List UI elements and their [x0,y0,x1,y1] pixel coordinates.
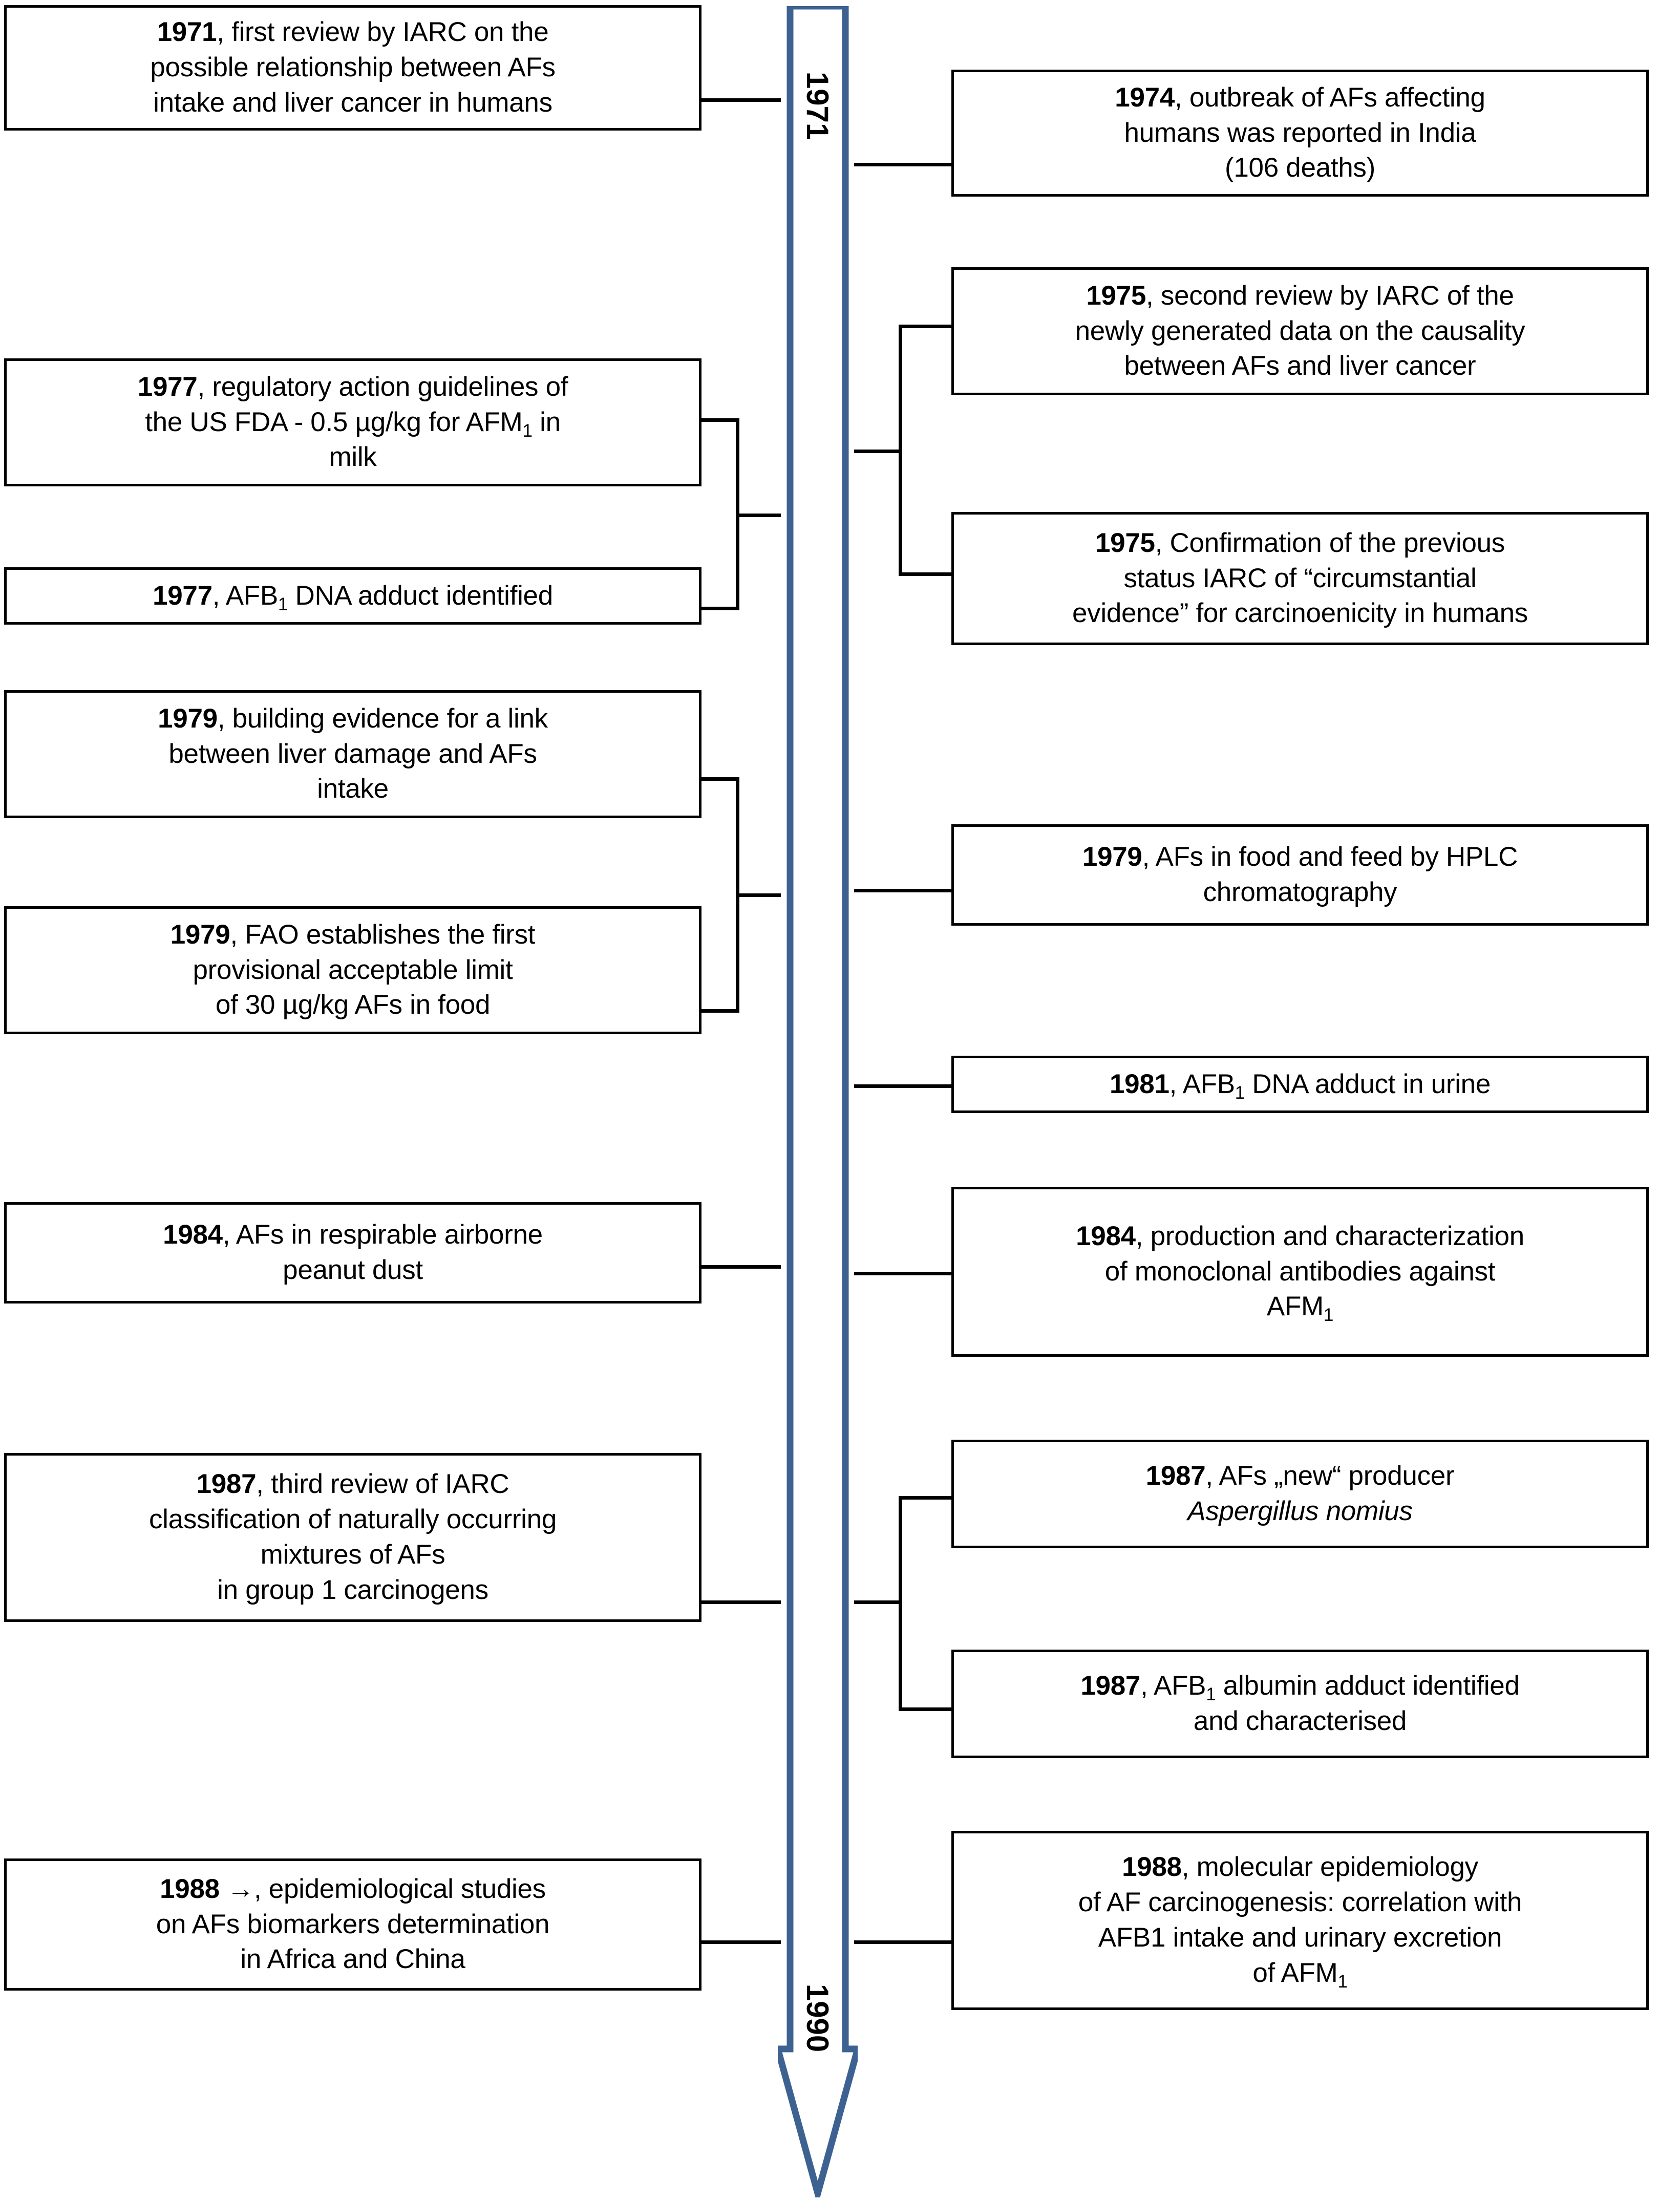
event-box-1974[interactable]: 1974, outbreak of AFs affecting humans w… [951,70,1649,197]
connector-1987right-spine-to-arrow [854,1600,900,1604]
event-box-1984-dust[interactable]: 1984, AFs in respirable airborne peanut … [4,1202,701,1303]
event-text-1971: 1971, first review by IARC on the possib… [150,17,556,118]
connector-1977-stub-top [700,418,739,422]
event-text-1977-fda: 1977, regulatory action guidelines of th… [137,371,568,473]
event-box-1979-hplc[interactable]: 1979, AFs in food and feed by HPLC chrom… [951,824,1649,926]
connector-1981 [854,1084,951,1088]
connector-1987-iarc [701,1600,781,1604]
connector-1984-dust [701,1265,781,1269]
event-text-1979-evidence: 1979, building evidence for a link betwe… [158,703,548,804]
event-text-1987-iarc: 1987, third review of IARC classificatio… [148,1469,557,1605]
timeline-end-year: 1990 [800,1983,835,2053]
timeline-start-year: 1971 [800,71,835,140]
connector-1974 [854,163,951,166]
event-box-1987-nomius[interactable]: 1987, AFs „new“ producer Aspergillus nom… [951,1440,1649,1548]
connector-1979left-spine [736,777,739,1013]
event-text-1979-hplc: 1979, AFs in food and feed by HPLC chrom… [1082,842,1518,907]
connector-1984-mab [854,1272,951,1275]
connector-1975-spine [899,325,902,575]
connector-1977-spine [736,418,739,610]
connector-1988-epi [701,1940,781,1944]
event-text-1974: 1974, outbreak of AFs affecting humans w… [1115,82,1485,183]
event-text-1987-nomius: 1987, AFs „new“ producer Aspergillus nom… [1145,1461,1455,1526]
event-box-1975-review[interactable]: 1975, second review by IARC of the newly… [951,267,1649,395]
event-text-1977-dna: 1977, AFB1 DNA adduct identified [153,580,553,614]
connector-1979left-spine-to-arrow [737,893,781,897]
event-box-1979-fao[interactable]: 1979, FAO establishes the first provisio… [4,906,701,1034]
connector-1975-stub-top [899,325,952,328]
event-box-1988-molec[interactable]: 1988, molecular epidemiology of AF carci… [951,1831,1649,2010]
event-text-1988-molec: 1988, molecular epidemiology of AF carci… [1078,1852,1522,1992]
connector-1988-molec [854,1940,951,1944]
event-text-1987-albumin: 1987, AFB1 albumin adduct identified and… [1080,1671,1520,1736]
connector-1977-spine-to-arrow [737,514,781,517]
event-text-1981: 1981, AFB1 DNA adduct in urine [1109,1069,1491,1103]
timeline-arrow: 1971 1990 [778,6,858,2197]
event-box-1977-fda[interactable]: 1977, regulatory action guidelines of th… [4,358,701,486]
event-box-1981[interactable]: 1981, AFB1 DNA adduct in urine [951,1056,1649,1113]
event-box-1987-albumin[interactable]: 1987, AFB1 albumin adduct identified and… [951,1650,1649,1758]
connector-1979left-stub-top [700,777,739,781]
connector-1987right-spine [899,1496,902,1711]
connector-1971 [701,98,781,102]
event-box-1984-mab[interactable]: 1984, production and characterization of… [951,1187,1649,1357]
event-text-1979-fao: 1979, FAO establishes the first provisio… [170,919,536,1020]
connector-1979left-stub-bottom [700,1009,739,1013]
event-text-1975-confirm: 1975, Confirmation of the previous statu… [1072,527,1528,629]
event-box-1979-evidence[interactable]: 1979, building evidence for a link betwe… [4,690,701,818]
event-box-1987-iarc[interactable]: 1987, third review of IARC classificatio… [4,1453,701,1622]
connector-1979-hplc [854,889,951,892]
event-text-1984-mab: 1984, production and characterization of… [1076,1221,1524,1326]
event-box-1975-confirm[interactable]: 1975, Confirmation of the previous statu… [951,512,1649,645]
event-text-1988-epi: 1988 →, epidemiological studies on AFs b… [156,1873,550,1975]
event-box-1988-epi[interactable]: 1988 →, epidemiological studies on AFs b… [4,1858,701,1991]
connector-1977-stub-bottom [700,607,739,610]
event-box-1977-dna[interactable]: 1977, AFB1 DNA adduct identified [4,567,701,625]
connector-1987right-stub-bottom [899,1707,952,1711]
connector-1975-spine-to-arrow [854,450,900,453]
event-text-1984-dust: 1984, AFs in respirable airborne peanut … [163,1220,543,1285]
event-text-1975-review: 1975, second review by IARC of the newly… [1075,280,1525,381]
connector-1987right-stub-top [899,1496,952,1500]
connector-1975-stub-bottom [899,572,952,576]
event-box-1971[interactable]: 1971, first review by IARC on the possib… [4,5,701,131]
